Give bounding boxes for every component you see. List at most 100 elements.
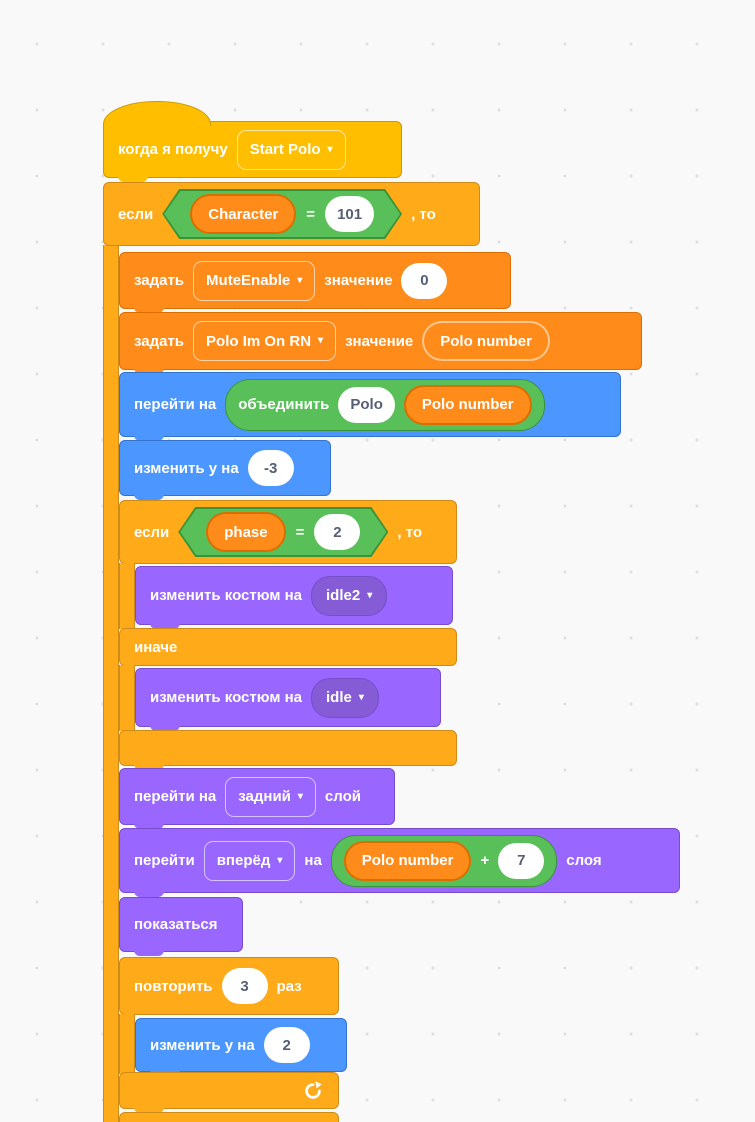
block-label: значение xyxy=(324,272,393,289)
if-block-outer-arm[interactable] xyxy=(103,245,119,1122)
block-label: если xyxy=(134,523,170,541)
operator-sign: = xyxy=(306,205,316,223)
variable-reporter-polo-number[interactable]: Polo number xyxy=(403,384,532,425)
dropdown-caret-icon: ▾ xyxy=(277,854,283,866)
block-tab xyxy=(134,764,164,770)
go-forward-layers-block[interactable]: перейти вперёд ▾ на Polo number + 7 слоя xyxy=(119,828,680,897)
operator-sign: + xyxy=(480,852,490,869)
block-tab xyxy=(150,725,180,731)
set-variable-block-polo-im-on-rn[interactable]: задать Polo Im On RN ▾ значение Polo num… xyxy=(119,312,642,374)
block-label: изменить y на xyxy=(134,459,239,477)
broadcast-dropdown[interactable]: Start Polo ▾ xyxy=(236,129,346,170)
plus-operator-block[interactable]: Polo number + 7 xyxy=(330,834,558,887)
direction-dropdown[interactable]: вперёд ▾ xyxy=(203,840,296,881)
variable-reporter-polo-number[interactable]: Polo number xyxy=(422,321,550,361)
switch-costume-block-idle2[interactable]: изменить костюм на idle2 ▾ xyxy=(135,566,453,629)
dropdown-value: idle xyxy=(326,689,352,706)
go-to-layer-block[interactable]: перейти на задний ▾ слой xyxy=(119,768,395,829)
loop-arrow-icon xyxy=(305,1080,322,1099)
variable-reporter-character[interactable]: Character xyxy=(190,194,297,234)
if-block-inner-arm[interactable] xyxy=(119,563,135,629)
dropdown-value: MuteEnable xyxy=(206,272,291,289)
dropdown-value: задний xyxy=(238,788,291,805)
number-input[interactable]: 101 xyxy=(325,196,375,232)
block-label: повторить xyxy=(134,977,213,995)
block-label: перейти xyxy=(134,852,195,869)
else-bar[interactable]: иначе xyxy=(119,628,457,666)
when-i-receive-block[interactable]: когда я получу Start Polo ▾ xyxy=(103,101,402,182)
block-tab xyxy=(134,307,164,313)
join-operator-block[interactable]: объединить Polo Polo number xyxy=(225,378,545,431)
block-label: изменить костюм на xyxy=(150,689,302,706)
set-variable-block-muteenable[interactable]: задать MuteEnable ▾ значение 0 xyxy=(119,252,511,313)
number-input[interactable]: -3 xyxy=(247,450,294,486)
text-input[interactable]: Polo xyxy=(338,386,395,423)
block-label: изменить костюм на xyxy=(150,587,302,604)
equals-operator-block[interactable]: phase = 2 xyxy=(178,507,388,557)
change-y-block[interactable]: изменить y на 2 xyxy=(135,1018,347,1076)
block-label: раз xyxy=(276,977,302,995)
value-input[interactable]: 0 xyxy=(401,262,448,299)
block-label: задать xyxy=(134,332,185,350)
goto-block[interactable]: перейти на объединить Polo Polo number xyxy=(119,372,621,441)
repeat-block[interactable]: повторить 3 раз xyxy=(119,957,339,1015)
costume-dropdown[interactable]: idle2 ▾ xyxy=(311,575,388,616)
show-block[interactable]: показаться xyxy=(119,897,243,956)
dropdown-caret-icon: ▾ xyxy=(318,335,324,346)
if-block-inner-arm[interactable] xyxy=(119,665,135,731)
layer-dropdown[interactable]: задний ▾ xyxy=(225,776,316,817)
dropdown-value: Polo Im On RN xyxy=(206,332,312,350)
block-tab xyxy=(134,494,164,500)
block-label: на xyxy=(304,852,322,869)
dropdown-caret-icon: ▾ xyxy=(367,589,373,601)
block-tab xyxy=(134,435,164,441)
block-tab xyxy=(134,950,164,956)
block-label: иначе xyxy=(134,638,178,656)
if-block-inner-end[interactable] xyxy=(119,730,457,770)
block-label: показаться xyxy=(134,916,218,933)
dropdown-caret-icon: ▾ xyxy=(358,691,364,703)
variable-dropdown[interactable]: Polo Im On RN ▾ xyxy=(193,321,337,361)
variable-reporter-polo-number[interactable]: Polo number xyxy=(343,840,472,881)
variable-dropdown[interactable]: MuteEnable ▾ xyxy=(193,260,316,301)
cutoff-block[interactable] xyxy=(119,1112,339,1122)
block-label: , то xyxy=(397,523,423,541)
dropdown-caret-icon: ▾ xyxy=(327,143,333,155)
dropdown-caret-icon: ▾ xyxy=(297,274,303,286)
block-tab xyxy=(118,176,148,182)
operator-sign: = xyxy=(295,523,305,541)
block-label: перейти на xyxy=(134,788,217,805)
change-y-block[interactable]: изменить y на -3 xyxy=(119,440,331,500)
costume-dropdown[interactable]: idle ▾ xyxy=(311,677,379,718)
block-label: , то xyxy=(411,205,436,223)
dropdown-value: вперёд xyxy=(216,852,271,869)
equals-operator-block[interactable]: Character = 101 xyxy=(162,189,402,239)
repeat-count-input[interactable]: 3 xyxy=(221,968,268,1004)
block-label: изменить y на xyxy=(150,1036,255,1054)
block-tab xyxy=(134,1107,164,1113)
block-tab xyxy=(134,891,164,897)
number-input[interactable]: 2 xyxy=(314,514,361,550)
repeat-block-end[interactable] xyxy=(119,1072,339,1113)
dropdown-caret-icon: ▾ xyxy=(297,790,303,802)
number-input[interactable]: 2 xyxy=(263,1027,310,1063)
block-tab xyxy=(134,823,164,829)
block-label: перейти на xyxy=(134,396,217,413)
switch-costume-block-idle[interactable]: изменить костюм на idle ▾ xyxy=(135,668,441,731)
block-label: когда я получу xyxy=(118,141,228,158)
dropdown-value: Start Polo xyxy=(249,141,321,158)
hat-curve xyxy=(103,101,211,126)
block-label: слой xyxy=(324,788,361,805)
if-block-outer[interactable]: если Character = 101 , то xyxy=(103,182,480,246)
variable-reporter-phase[interactable]: phase xyxy=(206,512,286,552)
number-input[interactable]: 7 xyxy=(498,842,545,879)
block-label: если xyxy=(118,205,154,223)
block-tab xyxy=(150,623,180,629)
block-label: значение xyxy=(345,332,414,350)
dropdown-value: idle2 xyxy=(326,587,361,604)
if-block-inner[interactable]: если phase = 2 , то xyxy=(119,500,457,564)
repeat-block-arm[interactable] xyxy=(119,1014,135,1074)
block-label: задать xyxy=(134,272,185,289)
block-tab xyxy=(134,368,164,374)
